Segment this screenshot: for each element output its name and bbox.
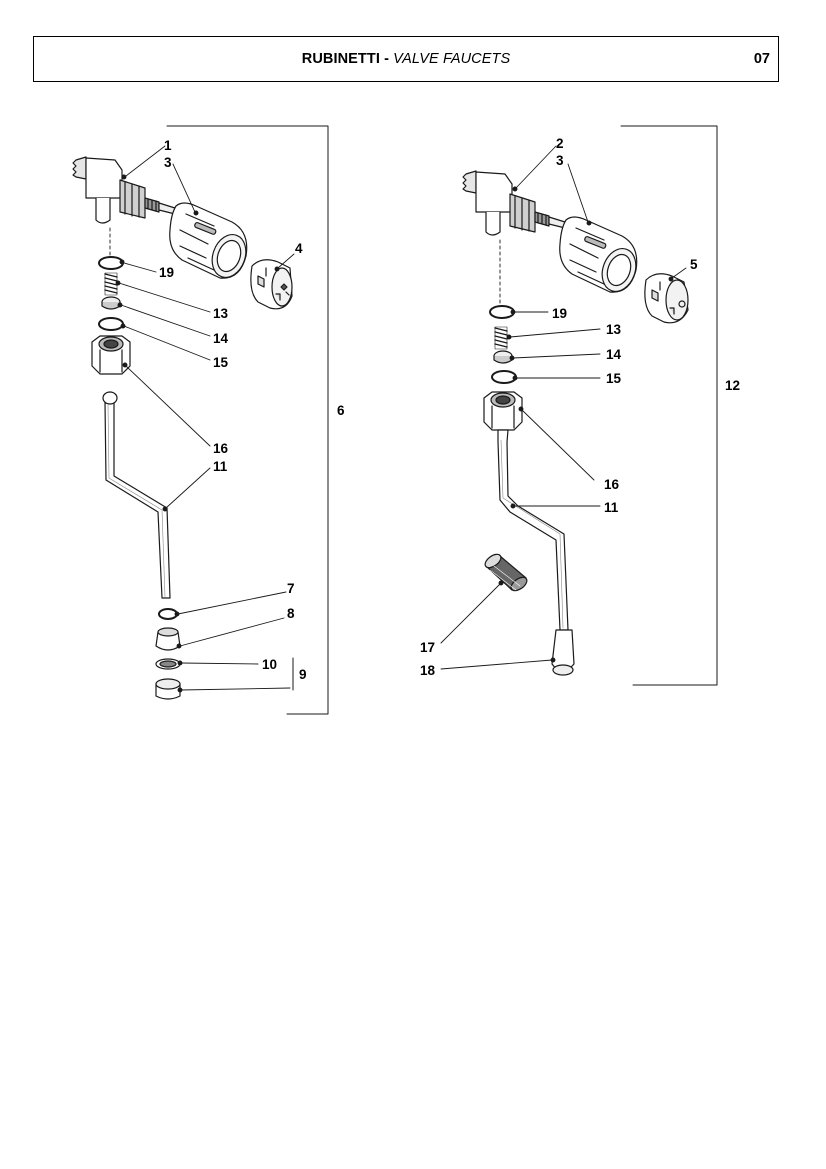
callout-12: 12 xyxy=(725,378,740,393)
seat-14-right xyxy=(493,350,513,364)
spring-13-right xyxy=(494,326,508,350)
nozzle-17 xyxy=(484,553,528,592)
cap-4 xyxy=(250,259,293,310)
callout-8: 8 xyxy=(287,606,295,621)
callout-6: 6 xyxy=(337,403,345,418)
callout-2: 2 xyxy=(556,136,564,151)
page-number: 07 xyxy=(753,51,770,67)
o-ring-7 xyxy=(158,608,178,620)
page-header: RUBINETTI - VALVE FAUCETS 07 xyxy=(33,36,779,82)
callout-16-right: 16 xyxy=(604,477,620,492)
nut-16-right xyxy=(483,391,523,431)
callout-17: 17 xyxy=(420,640,435,655)
callout-4: 4 xyxy=(295,241,303,256)
callout-15-right: 15 xyxy=(606,371,622,386)
callout-5: 5 xyxy=(690,257,698,272)
o-ring-15-right xyxy=(491,370,517,384)
labels-left: 1 3 4 19 13 14 15 16 11 7 8 10 9 6 xyxy=(159,138,345,682)
nut-16 xyxy=(91,335,131,375)
callout-3-right: 3 xyxy=(556,153,564,168)
tube-11 xyxy=(102,391,171,599)
seat-14 xyxy=(101,296,121,310)
knob-3-right xyxy=(559,216,638,293)
callout-15: 15 xyxy=(213,355,229,370)
right-assembly: 2 3 5 19 13 14 15 16 11 17 18 12 xyxy=(420,125,740,686)
callout-13-right: 13 xyxy=(606,322,622,337)
group-bracket-12 xyxy=(620,125,718,686)
knob-3 xyxy=(169,202,248,279)
title-bold: RUBINETTI - xyxy=(301,51,394,67)
leaders-left xyxy=(115,145,295,693)
valve-body-1 xyxy=(72,156,176,224)
cap-5 xyxy=(644,273,689,324)
callout-10: 10 xyxy=(262,657,277,672)
sleeve-9 xyxy=(155,678,181,700)
tube-11-right xyxy=(497,429,569,631)
callout-7: 7 xyxy=(287,581,295,596)
labels-right: 2 3 5 19 13 14 15 16 11 17 18 12 xyxy=(420,136,740,678)
o-ring-19-right xyxy=(489,305,515,319)
page-title: RUBINETTI - VALVE FAUCETS xyxy=(34,51,778,67)
callout-19: 19 xyxy=(159,265,174,280)
ferrule-8 xyxy=(155,627,181,651)
callout-14-right: 14 xyxy=(606,347,622,362)
spout-tip-18 xyxy=(551,629,575,676)
callout-11-right: 11 xyxy=(604,500,619,515)
o-ring-15 xyxy=(98,317,124,331)
callout-3: 3 xyxy=(164,155,172,170)
callout-9: 9 xyxy=(299,667,307,682)
group-bracket-6 xyxy=(166,125,329,715)
washer-10 xyxy=(155,658,181,670)
callout-16: 16 xyxy=(213,441,229,456)
callout-1: 1 xyxy=(164,138,172,153)
callout-13: 13 xyxy=(213,306,229,321)
callout-19-right: 19 xyxy=(552,306,567,321)
callout-18: 18 xyxy=(420,663,436,678)
leaders-right xyxy=(440,145,687,670)
callout-14: 14 xyxy=(213,331,229,346)
valve-body-2 xyxy=(462,170,566,236)
title-italic: VALVE FAUCETS xyxy=(393,51,511,67)
o-ring-19 xyxy=(98,256,124,270)
callout-11: 11 xyxy=(213,459,228,474)
spring-13 xyxy=(104,272,118,296)
left-assembly: 1 3 4 19 13 14 15 16 11 7 8 10 9 6 xyxy=(72,125,345,715)
